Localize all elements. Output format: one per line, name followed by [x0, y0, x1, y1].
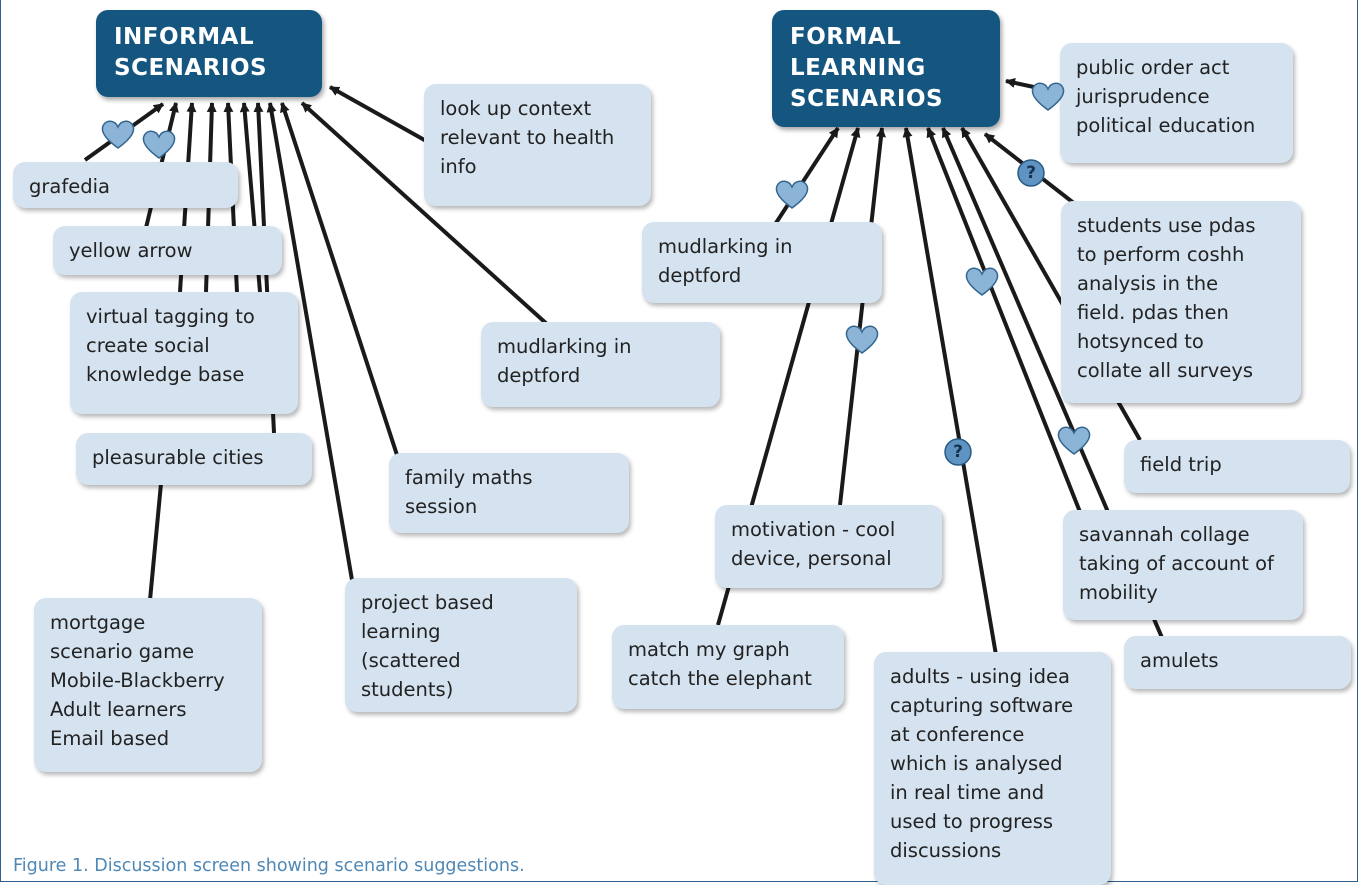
- heart-icon: [845, 325, 879, 354]
- node-students-pdas[interactable]: students use pdas to perform coshh analy…: [1061, 201, 1301, 403]
- edge-savannah: [926, 127, 1082, 513]
- node-yellow-arrow[interactable]: yellow arrow: [53, 226, 282, 275]
- edge-project-based: [266, 102, 354, 581]
- edge-look-up-context: [329, 85, 429, 144]
- node-mudlarking-formal[interactable]: mudlarking in deptford: [642, 222, 882, 303]
- heart-icon: [1031, 82, 1065, 111]
- node-grafedia[interactable]: grafedia: [13, 162, 238, 208]
- heart-icon: [965, 267, 999, 296]
- heart-icon: [142, 130, 176, 159]
- informal-scenarios-hub[interactable]: INFORMAL SCENARIOS: [96, 10, 322, 97]
- node-savannah[interactable]: savannah collage taking of account of mo…: [1063, 510, 1303, 620]
- edge-family-maths: [280, 102, 399, 456]
- node-field-trip[interactable]: field trip: [1124, 440, 1350, 493]
- node-pleasurable-cities[interactable]: pleasurable cities: [76, 433, 312, 485]
- question-mark-label: ?: [1026, 163, 1036, 183]
- node-mudlarking-informal[interactable]: mudlarking in deptford: [481, 322, 720, 407]
- question-mark-label: ?: [953, 442, 963, 462]
- edge-mudlarking-informal: [300, 101, 550, 327]
- edge-motivation: [838, 127, 886, 506]
- node-mortgage[interactable]: mortgage scenario game Mobile-Blackberry…: [34, 598, 262, 772]
- formal-learning-scenarios-hub[interactable]: FORMAL LEARNING SCENARIOS: [772, 10, 1000, 127]
- node-public-order[interactable]: public order act jurisprudence political…: [1060, 43, 1293, 163]
- figure-caption: Figure 1. Discussion screen showing scen…: [13, 856, 525, 876]
- node-project-based[interactable]: project based learning (scattered studen…: [345, 578, 577, 712]
- edge-mudlarking-formal: [772, 126, 840, 228]
- node-look-up-context[interactable]: look up context relevant to health info: [424, 84, 651, 206]
- node-motivation[interactable]: motivation - cool device, personal: [715, 505, 942, 588]
- node-amulets[interactable]: amulets: [1124, 636, 1351, 689]
- node-adults[interactable]: adults - using idea capturing software a…: [874, 652, 1111, 885]
- edge-adults: [902, 127, 998, 656]
- node-virtual-tagging[interactable]: virtual tagging to create social knowled…: [70, 292, 298, 414]
- heart-icon: [1057, 426, 1091, 455]
- heart-icon: [775, 180, 809, 209]
- edge-mortgage: [148, 472, 164, 601]
- node-match-graph[interactable]: match my graph catch the elephant: [612, 625, 844, 709]
- heart-icon: [101, 120, 135, 149]
- node-family-maths[interactable]: family maths session: [389, 453, 629, 533]
